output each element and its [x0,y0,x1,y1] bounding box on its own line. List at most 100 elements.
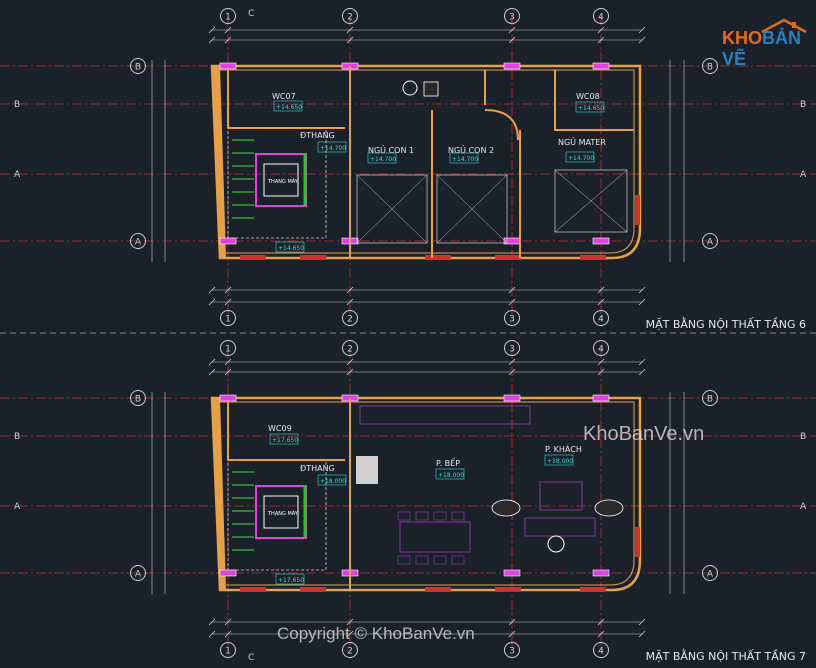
plan6-row-bubble-right-A-label: A [707,238,714,248]
plan7-column [503,394,521,402]
plan6-dim-tick [597,26,605,34]
plan7-dim-tick [224,630,232,638]
plan6-plant [402,80,418,96]
plan6-row-bubble-left-A [130,233,146,249]
plan6-col-bubble-bot-4 [593,310,609,326]
plan7-col-bubble-top-2-label: 2 [347,345,353,355]
plan7-room-3: P. KHÁCH [545,443,582,454]
plan6-level-0: +14.650 [276,104,302,111]
plan7-level-2: +18.000 [438,472,464,479]
plan6-room-elevator: THANG MÁY [267,178,299,185]
plan7-level-1-frame [317,474,347,486]
plan6-col-bubble-top-2-label: 2 [347,13,353,23]
plan7-row-bubble-right-B [702,390,718,406]
plan7-chair [433,511,447,521]
plan7-col-bubble-top-2 [342,340,358,356]
plan6-dim-tick [224,26,232,34]
plan6-col-bubble-bot-2 [342,310,358,326]
plan6-row-tag-a-r: A [800,170,807,180]
plan6-title: MẶT BẰNG NỘI THẤT TẦNG 6 [645,318,806,331]
plan7-dim-tick [638,618,646,626]
plan6-level-2: +14.700 [370,156,396,163]
grid-c-top: C [248,9,254,19]
plan7-row-tag-a: A [14,502,21,512]
plan7-column [503,569,521,577]
plan6-dim-tick [638,26,646,34]
plan6-column [592,237,610,245]
plan7-col-bubble-bot-4 [593,642,609,658]
plan7-dining-table [399,521,471,553]
plan7-row-bubble-left-B-label: B [135,395,141,405]
plan6-row-tag-a: A [14,170,21,180]
plan7-dim-tick [224,368,232,376]
plan7-chair [451,511,465,521]
plan6-level-6-frame [275,241,305,253]
plan7-window [495,587,521,592]
plan7-room-1: ĐTHANG [300,464,335,473]
plan6-elevator-car [263,163,299,197]
plan6-col-bubble-bot-4-label: 4 [598,315,604,325]
plan6-dim-tick [346,298,354,306]
plan7-row-bubble-left-A [130,565,146,581]
plan7-col-bubble-top-4 [593,340,609,356]
plan7-level-3: +18.000 [547,458,573,465]
plan6-col-bubble-top-3-label: 3 [509,13,515,23]
plan6-dim-tick [346,286,354,294]
plan7-coffee-table [524,517,596,537]
plan7-window [580,587,606,592]
plan6-column [592,62,610,70]
plan6-room-2: NGỦ CON 1 [368,144,414,155]
plan6-col-bubble-top-4-label: 4 [598,13,604,23]
plan7-dim-tick [597,618,605,626]
plan7-col-bubble-bot-2 [342,642,358,658]
plan6-window [425,255,451,260]
grid-c-bottom: C [248,653,254,663]
plan7-col-bubble-top-3-label: 3 [509,345,515,355]
plan7-column [592,569,610,577]
plan6-col-bubble-top-1-label: 1 [225,13,231,23]
plan7-row-bubble-left-A-label: A [135,570,142,580]
plan6-outer-wall [210,64,642,260]
plan6-window [580,255,606,260]
plan6-col-bubble-top-2 [342,8,358,24]
plan6-room-4: WC08 [576,92,600,101]
plan7-title: MẶT BẰNG NỘI THẤT TẦNG 7 [645,650,806,663]
plan6-level-0-frame [273,100,303,112]
plan7-room-elevator: THANG MÁY [267,510,299,517]
plan7-col-bubble-bot-3 [504,642,520,658]
logo-banve: BẢN VẼ [722,28,801,69]
plan6-room-0: WC07 [272,92,296,101]
plan6-interior-wall [554,70,634,131]
plan6-window-side [635,195,640,225]
plan6-col-bubble-top-3 [504,8,520,24]
plan7-dim-tick [208,630,216,638]
plan7-slanted-wall [212,398,226,590]
plan7-column [219,394,237,402]
plan6-window [495,255,521,260]
plan7-row-bubble-right-B-label: B [707,395,713,405]
plan6-dim-tick [224,298,232,306]
plan6-col-bubble-top-4 [593,8,609,24]
plan7-row-bubble-right-A-label: A [707,570,714,580]
plan6-row-bubble-right-A [702,233,718,249]
plan6-dim-tick [508,36,516,44]
plan7-sofa [539,481,583,511]
plan6-decor [423,81,439,97]
plan7-decor-left [491,499,521,517]
plan6-dim-tick [597,36,605,44]
plan6-level-4-frame [575,101,605,113]
plan7-row-tag-b-r: B [800,432,806,442]
plan6-room-1: ĐTHANG [300,131,335,140]
plan6-inner-wall-line [218,69,635,254]
plan6-dim-tick [508,26,516,34]
plan7-col-bubble-top-1-label: 1 [225,345,231,355]
plan6-dim-tick [597,298,605,306]
plan7-room-0: WC09 [268,424,292,433]
plan7-chair [397,511,411,521]
plan7-dim-tick [224,358,232,366]
watermark-copyright: Copyright © KhoBanVe.vn [277,624,475,643]
plan7-row-tag-b: B [14,432,20,442]
plan6-slanted-wall [212,66,226,258]
plan7-chair [433,555,447,565]
plan7-dim-tick [508,358,516,366]
